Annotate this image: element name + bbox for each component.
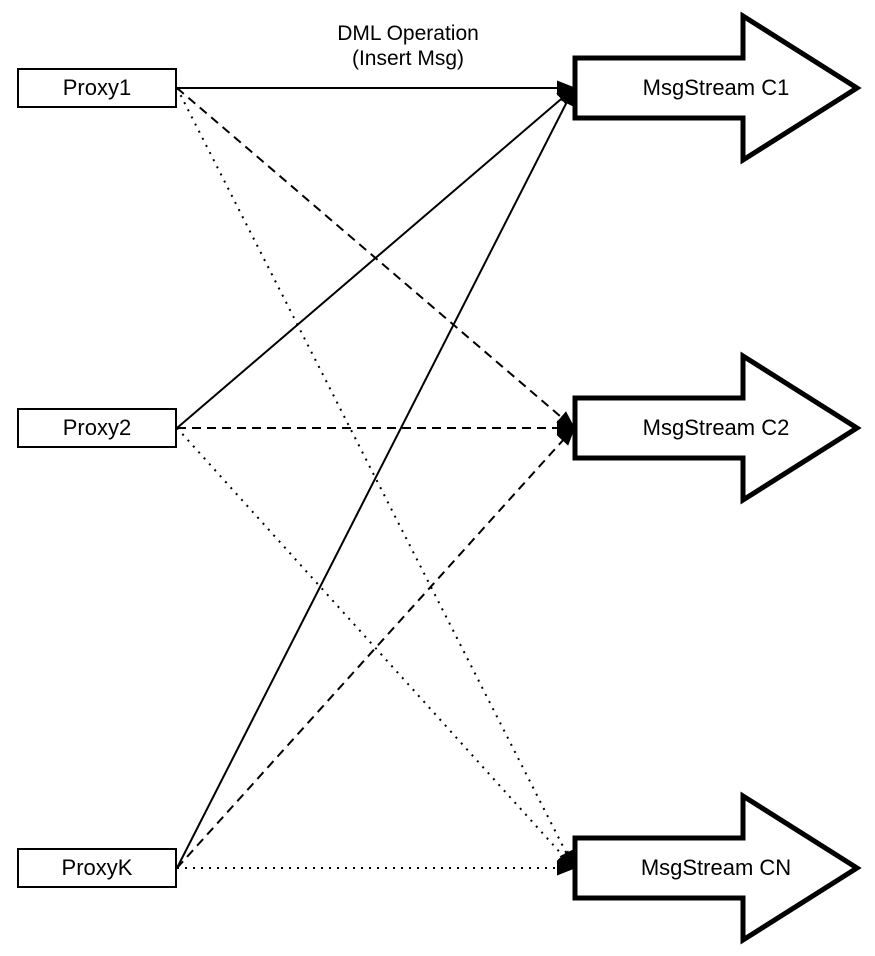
edge-label-line-2: (Insert Msg) — [351, 47, 464, 70]
edge-proxyK-to-c1-solid — [176, 86, 575, 869]
edge-proxy1-to-cn-dotted — [176, 87, 575, 870]
proxyk-node: ProxyK — [17, 848, 177, 888]
edge-proxy2-to-cn-dotted — [176, 427, 576, 870]
proxy2-node: Proxy2 — [17, 408, 177, 448]
edge-proxy2-to-c1-solid — [176, 86, 576, 429]
stream-shapes — [572, 11, 862, 945]
edge-proxyK-to-c2-dashed — [176, 426, 576, 869]
edge-label-line-1: DML Operation — [337, 22, 479, 45]
msgstream-c2-block-arrow — [572, 351, 862, 505]
proxyk-label: ProxyK — [61, 855, 133, 880]
msgstream-cn-block-arrow — [572, 791, 862, 945]
proxy1-label: Proxy1 — [62, 75, 132, 100]
edge-label-dml-operation: DML Operation (Insert Msg) — [258, 21, 558, 71]
edges-layer — [176, 80, 576, 876]
proxy1-node: Proxy1 — [17, 68, 177, 108]
proxy2-label: Proxy2 — [62, 415, 132, 440]
msgstream-c1-block-arrow — [572, 11, 862, 165]
